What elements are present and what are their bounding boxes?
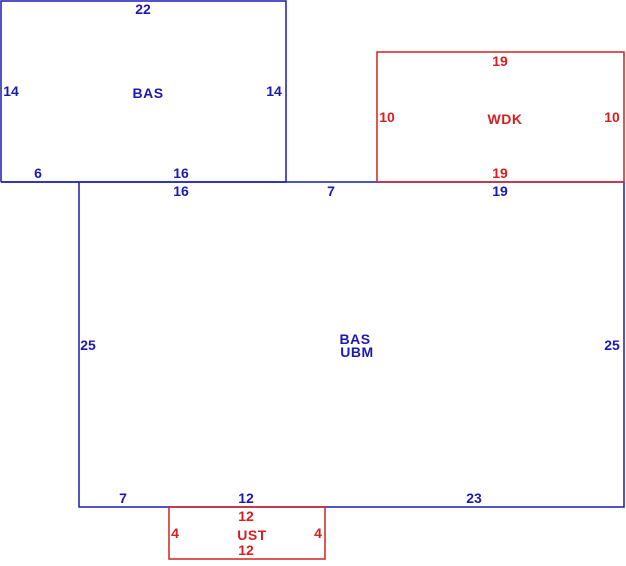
bas-upper-bottom-left-dimension: 6: [34, 165, 42, 181]
wdk-outline: [376, 51, 625, 182]
wdk-left-dimension: 10: [379, 109, 395, 125]
ust-area-label: UST: [237, 527, 267, 543]
bas-upper-right-dimension: 14: [266, 83, 282, 99]
bas-upper-top-dimension: 22: [135, 1, 151, 17]
ust-outline: [168, 507, 326, 560]
bas-main-top-middle-dimension: 7: [327, 183, 335, 199]
bas-upper-outline: [0, 0, 287, 182]
wdk-bottom-dimension: 19: [492, 165, 508, 181]
ust-top-dimension: 12: [238, 508, 254, 524]
ust-bottom-dimension: 12: [238, 542, 254, 558]
bas-main-bottom-middle-dimension: 12: [238, 490, 254, 506]
ust-left-dimension: 4: [171, 525, 179, 541]
bas-main-area-label: BAS: [339, 331, 370, 347]
bas-main-area-sublabel: UBM: [340, 344, 373, 360]
bas-main-top-right-dimension: 19: [492, 183, 508, 199]
bas-upper-bottom-right-dimension: 16: [173, 165, 189, 181]
bas-upper-left-dimension: 14: [3, 83, 19, 99]
bas-upper-area-label: BAS: [132, 85, 163, 101]
bas-main-bottom-right-dimension: 23: [466, 490, 482, 506]
wdk-right-dimension: 10: [604, 109, 620, 125]
wdk-area-label: WDK: [488, 111, 523, 127]
wdk-top-dimension: 19: [492, 53, 508, 69]
bas-main-bottom-left-dimension: 7: [119, 490, 127, 506]
bas-main-top-left-dimension: 16: [173, 183, 189, 199]
ust-right-dimension: 4: [314, 525, 322, 541]
bas-main-right-dimension: 25: [604, 337, 620, 353]
bas-main-left-dimension: 25: [80, 337, 96, 353]
